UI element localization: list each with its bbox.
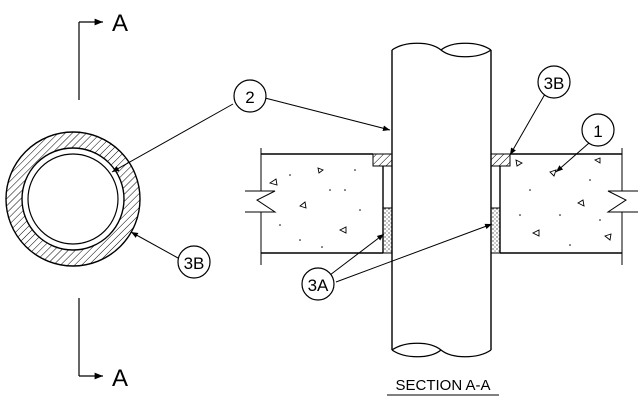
callout-2-text: 2: [245, 88, 254, 107]
callout-3b-right-text: 3B: [544, 74, 565, 93]
callout-3b-right: 3B: [509, 65, 571, 156]
section-caption-text: SECTION A-A: [395, 377, 490, 394]
concrete-slab-right: [499, 148, 638, 265]
sealant-3b: [372, 153, 511, 167]
callout-3b-left-text: 3B: [184, 254, 205, 273]
callout-3b-left: 3B: [130, 231, 211, 279]
section-letter-bottom: A: [112, 365, 128, 392]
callout-1-text: 1: [593, 122, 602, 141]
callout-3a-text: 3A: [308, 276, 329, 295]
section-letter-top: A: [112, 10, 128, 37]
section-caption: SECTION A-A: [387, 377, 499, 396]
callout-3a: 3A: [301, 223, 493, 301]
pipe-elevation: [391, 42, 492, 358]
concrete-slab-left: [245, 148, 384, 265]
pipe-cross-section: [5, 131, 141, 267]
callout-1: 1: [555, 113, 615, 173]
section-marker-top: A: [78, 10, 128, 100]
callout-2: 2: [111, 79, 391, 173]
section-marker-bottom: A: [78, 298, 128, 392]
